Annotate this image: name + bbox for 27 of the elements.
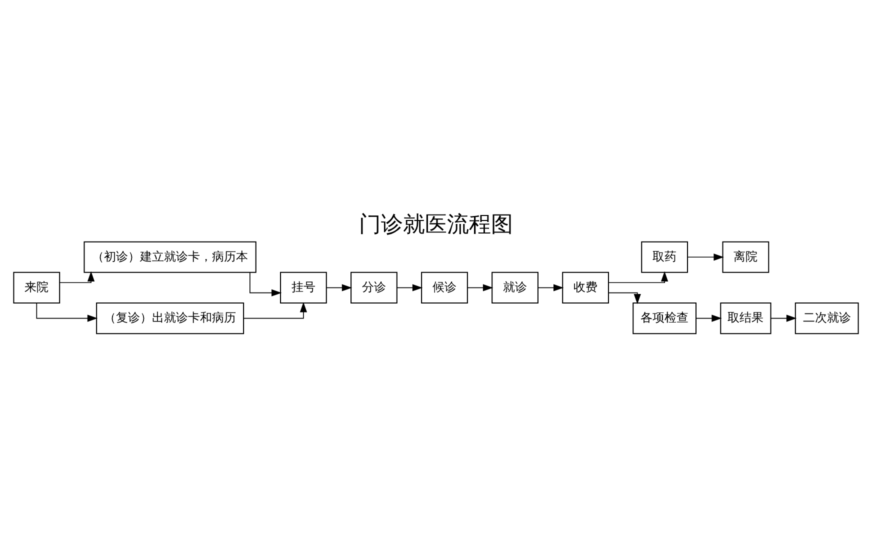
node-box: 来院: [13, 271, 60, 304]
arrow: [696, 314, 722, 322]
diagram-title: 门诊就医流程图: [359, 210, 513, 237]
node-box: 取结果: [720, 302, 772, 334]
node-box: 离院: [722, 240, 770, 272]
arrow: [608, 270, 668, 283]
arrow: [770, 314, 797, 322]
node-box: 就诊: [492, 271, 538, 304]
node-box: 取药: [641, 240, 688, 272]
arrow: [250, 272, 282, 296]
arrow: [608, 292, 641, 304]
node-box: 分诊: [350, 271, 398, 304]
arrow: [467, 284, 494, 291]
node-box: 候诊: [421, 271, 468, 304]
node-box: 各项检查: [632, 302, 696, 334]
node-box: 挂号: [280, 271, 327, 304]
arrow: [59, 270, 95, 283]
arrow: [243, 302, 308, 318]
arrow: [36, 302, 98, 322]
node-box: 二次就诊: [794, 302, 859, 334]
arrow: [326, 284, 352, 291]
node-box: 收费: [562, 271, 609, 304]
arrow: [396, 284, 423, 291]
node-box: （复诊）出就诊卡和病历: [96, 302, 244, 334]
arrow: [687, 253, 724, 260]
arrow: [538, 284, 564, 291]
node-box: （初诊）建立就诊卡，病历本: [84, 240, 256, 272]
